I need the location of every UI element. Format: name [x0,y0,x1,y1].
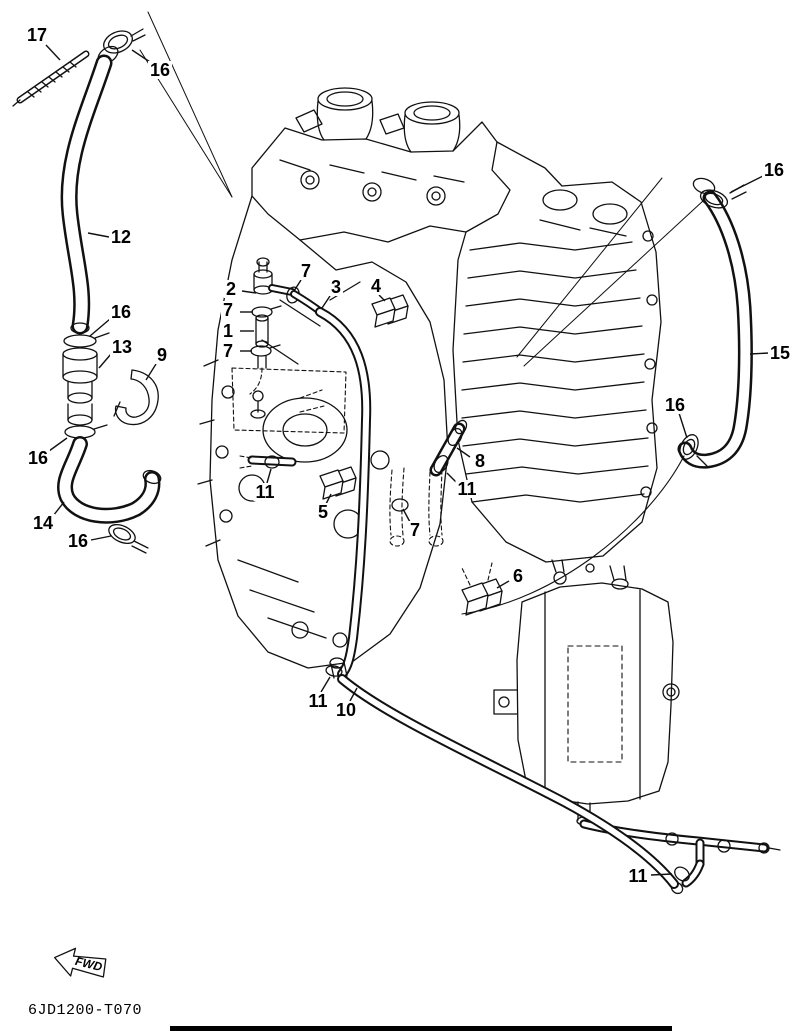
hose-10-art [325,657,679,889]
hose-12-art [60,45,119,335]
clamp-9-art [113,369,159,426]
construction-line [516,177,663,358]
clip-4-art [371,294,409,328]
fwd-label: FWD [74,954,104,974]
fitting-13-art [62,332,110,439]
construction-line [523,199,705,367]
hose-3-art [290,290,372,679]
pipe-15-art [461,177,753,615]
drawing-code: 6JD1200-T070 [28,1002,143,1019]
stub-hose-11-art [239,455,297,469]
screw-17-art [12,50,90,107]
clip-5-art [319,466,357,500]
clamp-16-topleft-art [103,28,146,54]
vapor-separator-art [493,559,781,895]
engine-block-art [197,87,662,669]
hose-8-art [391,419,468,512]
dashed-tubes-art [389,467,444,547]
fitting-group-art [250,257,300,419]
hose-14-art [57,436,162,554]
construction-line [147,11,233,198]
dashed-routing-art [231,367,347,434]
clip-6-art [461,562,503,616]
construction-line [139,49,233,198]
fwd-arrow-art: FWD [53,947,107,978]
bottom-border [170,1026,672,1031]
